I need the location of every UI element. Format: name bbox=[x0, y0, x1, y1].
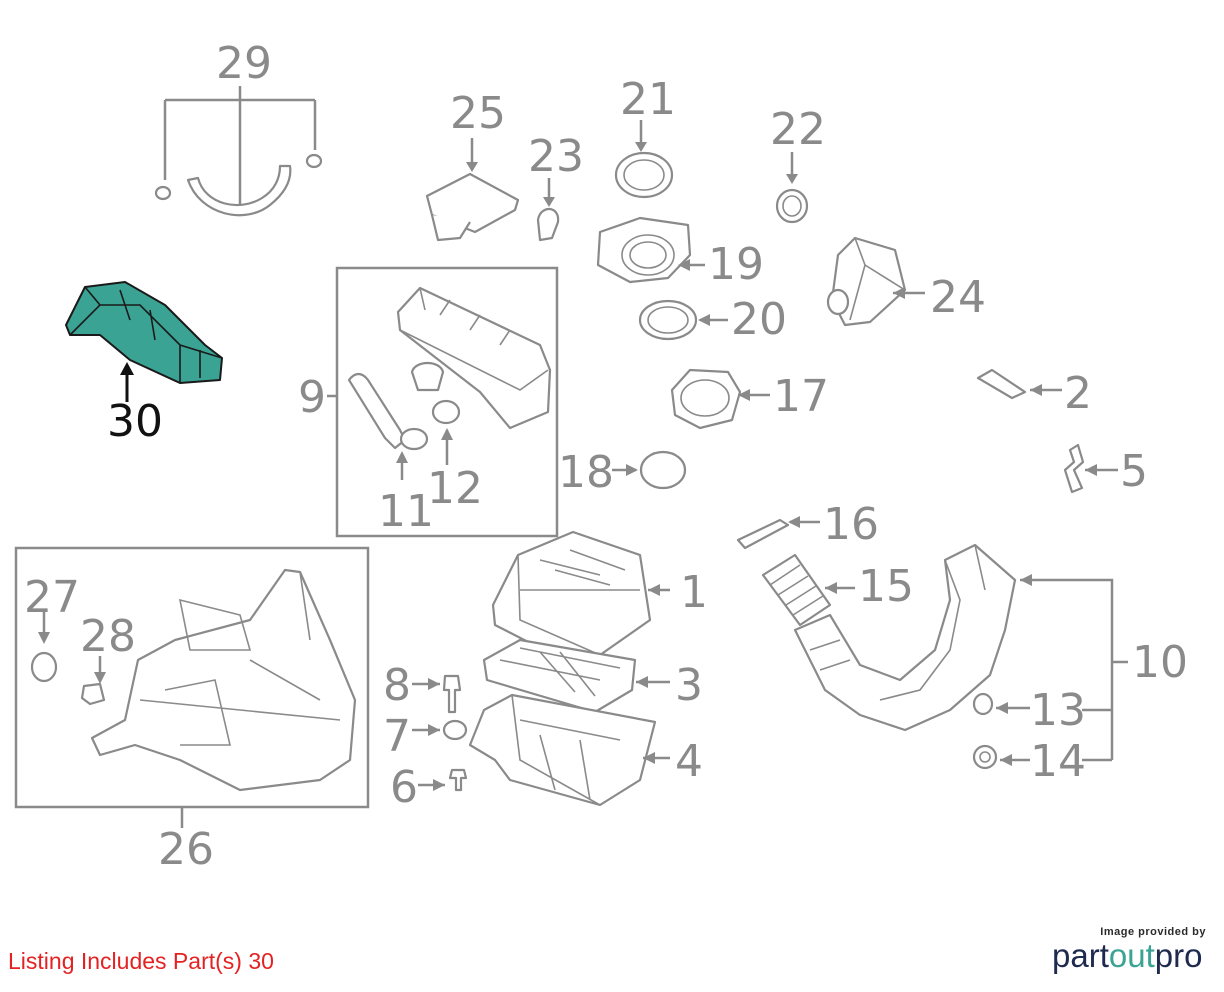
part-23-group: 23 bbox=[528, 131, 584, 242]
callout-14: 14 bbox=[1030, 736, 1086, 787]
callout-22: 22 bbox=[770, 104, 826, 155]
part-29-group: 29 bbox=[154, 38, 323, 217]
part-9-box: 9 11 12 bbox=[298, 266, 559, 538]
part-22-group: 22 bbox=[770, 104, 826, 224]
provided-by-text: Image provided by bbox=[1100, 926, 1206, 938]
callout-27: 27 bbox=[24, 572, 80, 623]
part-25-group: 25 bbox=[425, 88, 520, 242]
callout-8: 8 bbox=[383, 660, 411, 711]
part-8-group: 8 bbox=[383, 660, 462, 714]
callout-17: 17 bbox=[773, 371, 829, 422]
callout-6: 6 bbox=[390, 762, 418, 813]
part-13-group: 13 bbox=[972, 685, 1086, 736]
part-20-group: 20 bbox=[638, 294, 787, 345]
listing-note: Listing Includes Part(s) 30 bbox=[8, 948, 274, 974]
part-30-highlighted[interactable]: 30 bbox=[65, 281, 223, 447]
part-4-group: 4 bbox=[468, 693, 703, 807]
brand-part: part bbox=[1052, 937, 1109, 974]
brand-out: out bbox=[1108, 937, 1155, 974]
part-3-group: 3 bbox=[482, 638, 703, 714]
callout-25: 25 bbox=[450, 88, 506, 139]
callout-30: 30 bbox=[107, 396, 163, 447]
callout-18: 18 bbox=[558, 447, 614, 498]
part-18-group: 18 bbox=[558, 447, 687, 498]
part-24-group: 24 bbox=[826, 236, 986, 327]
part-2-group: 2 bbox=[976, 368, 1092, 419]
brand-pro: pro bbox=[1154, 937, 1203, 974]
brand-logo: Image provided by partoutpro bbox=[1052, 926, 1212, 974]
callout-15: 15 bbox=[858, 561, 914, 612]
part-19-group: 19 bbox=[596, 216, 764, 290]
callout-24: 24 bbox=[930, 272, 986, 323]
callout-4: 4 bbox=[675, 736, 703, 787]
part-5-group: 5 bbox=[1063, 443, 1148, 497]
part-10-group: 10 bbox=[793, 543, 1188, 762]
part-6-group: 6 bbox=[390, 762, 468, 813]
part-16-group: 16 bbox=[736, 499, 879, 550]
part-17-group: 17 bbox=[670, 368, 829, 430]
callout-11: 11 bbox=[378, 486, 434, 537]
part-21-group: 21 bbox=[614, 74, 676, 199]
callout-23: 23 bbox=[528, 131, 584, 182]
part-14-group: 14 bbox=[972, 736, 1086, 787]
part-15-group: 15 bbox=[761, 553, 914, 627]
callout-12: 12 bbox=[427, 463, 483, 514]
callout-5: 5 bbox=[1120, 446, 1148, 497]
callout-21: 21 bbox=[620, 74, 676, 125]
part-1-group: 1 bbox=[491, 530, 708, 657]
callout-9: 9 bbox=[298, 372, 326, 423]
callout-3: 3 bbox=[675, 660, 703, 711]
callout-2: 2 bbox=[1064, 368, 1092, 419]
part-26-box: 26 27 28 bbox=[14, 546, 370, 875]
brand-name: partoutpro bbox=[1052, 938, 1212, 974]
callout-10: 10 bbox=[1132, 637, 1188, 688]
callout-16: 16 bbox=[823, 499, 879, 550]
part-7-group: 7 bbox=[383, 711, 468, 762]
callout-29: 29 bbox=[216, 38, 272, 89]
callout-1: 1 bbox=[680, 567, 708, 618]
callout-26: 26 bbox=[158, 824, 214, 875]
callout-13: 13 bbox=[1030, 685, 1086, 736]
callout-28: 28 bbox=[80, 611, 136, 662]
callout-7: 7 bbox=[383, 711, 411, 762]
callout-20: 20 bbox=[731, 294, 787, 345]
callout-19: 19 bbox=[708, 239, 764, 290]
